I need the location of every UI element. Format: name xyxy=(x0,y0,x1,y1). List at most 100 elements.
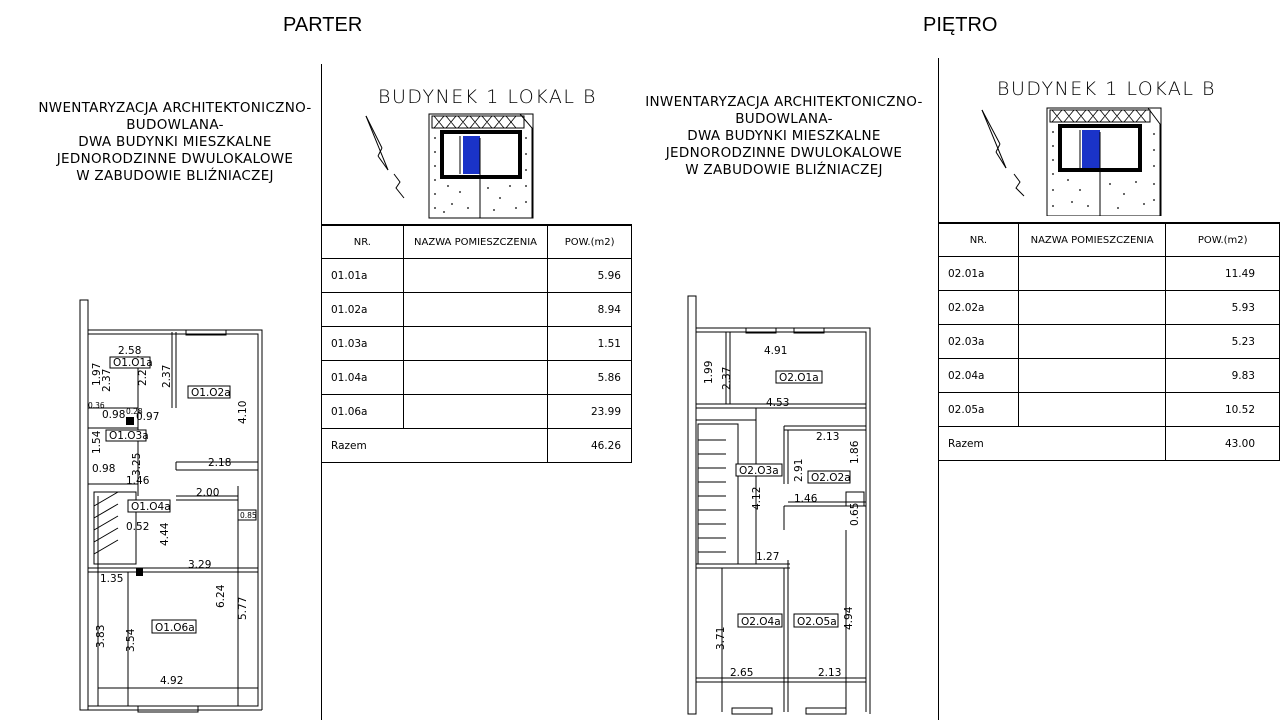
unit-highlight xyxy=(1082,130,1100,168)
room-name xyxy=(1017,358,1167,393)
dim-label: 2.65 xyxy=(730,667,753,679)
unit-highlight xyxy=(463,136,480,174)
table-row: 02.03a 5.23 xyxy=(938,324,1280,359)
col-header-nr: NR. xyxy=(938,223,1019,257)
room-label: O1.O2a xyxy=(191,387,231,399)
dim-label: 0.98 xyxy=(102,409,125,421)
dim-label: 1.27 xyxy=(756,551,779,563)
room-area: 5.96 xyxy=(547,258,632,293)
room-area: 5.86 xyxy=(547,360,632,395)
dim-label: 0.36 xyxy=(88,401,105,410)
description-line: DWA BUDYNKI MIESZKALNE xyxy=(687,128,881,144)
dim-label: 4.94 xyxy=(843,606,855,630)
table-row: 02.04a 9.83 xyxy=(938,358,1280,393)
dim-label: 1.54 xyxy=(91,430,103,454)
room-number: 01.04a xyxy=(321,360,404,395)
dim-label: 1.35 xyxy=(100,573,123,585)
room-labels: O1.O1a O1.O2a O1.O3a O1.O4a O1.O6a xyxy=(105,356,231,634)
room-name xyxy=(1017,290,1167,325)
dim-label: 0.98 xyxy=(92,463,115,475)
col-header-name: NAZWA POMIESZCZENIA xyxy=(402,225,549,259)
table-row: 02.05a 10.52 xyxy=(938,392,1280,427)
total-label: Razem xyxy=(320,428,549,463)
room-name xyxy=(402,292,549,327)
dim-label: 2.00 xyxy=(196,487,219,499)
description-line: DWA BUDYNKI MIESZKALNE xyxy=(78,134,272,150)
room-table-parter: NR. NAZWA POMIESZCZENIA POW.(m2) 01.01a … xyxy=(320,225,632,463)
dim-label: 3.54 xyxy=(125,628,137,652)
room-number: 02.03a xyxy=(938,324,1019,359)
room-number: 02.04a xyxy=(938,358,1019,393)
room-table-pietro: NR. NAZWA POMIESZCZENIA POW.(m2) 02.01a … xyxy=(937,223,1280,461)
building-title-parter: BUDYNEK 1 LOKAL B xyxy=(378,86,597,108)
room-name xyxy=(402,394,549,429)
dim-label: 4.91 xyxy=(764,345,787,357)
description-line: INWENTARYZACJA ARCHITEKTONICZNO- xyxy=(645,94,923,110)
room-area: 5.23 xyxy=(1165,324,1280,359)
dim-label: 2.37 xyxy=(161,365,173,388)
project-description-parter: NWENTARYZACJA ARCHITEKTONICZNO- BUDOWLAN… xyxy=(30,100,320,185)
description-line: BUDOWLANA- xyxy=(735,111,833,127)
room-area: 10.52 xyxy=(1165,392,1280,427)
north-arrow-icon xyxy=(981,109,1025,197)
room-number: 01.01a xyxy=(321,258,404,293)
dim-label: 2.37 xyxy=(721,367,733,390)
room-number: 01.02a xyxy=(321,292,404,327)
project-description-pietro: INWENTARYZACJA ARCHITEKTONICZNO- BUDOWLA… xyxy=(638,94,930,179)
dim-label: 5.77 xyxy=(237,597,249,620)
key-plan-parter xyxy=(365,113,534,219)
dim-label: 1.99 xyxy=(703,361,715,384)
site-outline xyxy=(428,113,534,219)
col-header-nr: NR. xyxy=(321,225,404,259)
room-label: O2.O3a xyxy=(739,465,779,477)
room-area: 1.51 xyxy=(547,326,632,361)
key-plan-pietro xyxy=(981,107,1162,216)
total-area: 43.00 xyxy=(1165,426,1280,461)
dim-label: 6.24 xyxy=(215,584,227,608)
room-name xyxy=(1017,392,1167,427)
description-line: BUDOWLANA- xyxy=(126,117,224,133)
room-label: O1.O1a xyxy=(113,357,153,369)
room-area: 23.99 xyxy=(547,394,632,429)
dim-label: 4.12 xyxy=(751,487,763,510)
dim-label: 2.58 xyxy=(118,345,141,357)
heading-parter: PARTER xyxy=(283,14,363,36)
dim-label: 3.83 xyxy=(95,625,107,648)
room-labels: O2.O1a O2.O2a O2.O3a O2.O4a O2.O5a xyxy=(735,370,851,628)
room-label: O2.O1a xyxy=(779,372,819,384)
dim-label: 2.91 xyxy=(793,459,805,482)
room-label: O1.O6a xyxy=(155,622,195,634)
heading-pietro: PIĘTRO xyxy=(923,14,998,36)
col-header-area: POW.(m2) xyxy=(547,225,632,259)
floor-plan-parter: 2.58 1.97 2.37 2.26 2.37 4.10 0.36 0.98 … xyxy=(79,299,263,713)
dim-label: 3.71 xyxy=(715,627,727,650)
dim-label: 2.18 xyxy=(208,457,231,469)
table-row: 01.01a 5.96 xyxy=(321,258,632,293)
dim-label: 0.97 xyxy=(136,411,159,423)
table-row: 02.01a 11.49 xyxy=(938,256,1280,291)
room-area: 9.83 xyxy=(1165,358,1280,393)
dim-label: 0.85 xyxy=(240,511,257,520)
room-area: 5.93 xyxy=(1165,290,1280,325)
dim-label: 1.97 xyxy=(91,363,103,386)
room-number: 02.05a xyxy=(938,392,1019,427)
dim-label: 4.10 xyxy=(237,401,249,424)
description-line: JEDNORODZINNE DWULOKALOWE xyxy=(56,151,294,167)
floor-plan-pietro: 4.91 1.99 2.37 4.53 2.13 2.91 1.86 1.46 … xyxy=(687,295,871,715)
table-row: 01.06a 23.99 xyxy=(321,394,632,429)
description-line: W ZABUDOWIE BLIŹNIACZEJ xyxy=(76,168,274,184)
room-name xyxy=(402,360,549,395)
room-area: 11.49 xyxy=(1165,256,1280,291)
description-line: JEDNORODZINNE DWULOKALOWE xyxy=(665,145,903,161)
room-name xyxy=(402,326,549,361)
dim-label: 4.53 xyxy=(766,397,789,409)
dim-label: 1.86 xyxy=(849,440,861,464)
dim-label: 0.65 xyxy=(849,503,861,526)
room-name xyxy=(1017,324,1167,359)
col-header-name: NAZWA POMIESZCZENIA xyxy=(1017,223,1167,257)
description-line: W ZABUDOWIE BLIŹNIACZEJ xyxy=(685,162,883,178)
table-row: 01.04a 5.86 xyxy=(321,360,632,395)
total-label: Razem xyxy=(937,426,1167,461)
dim-label: 1.46 xyxy=(794,493,818,505)
dim-label: 2.13 xyxy=(816,431,839,443)
